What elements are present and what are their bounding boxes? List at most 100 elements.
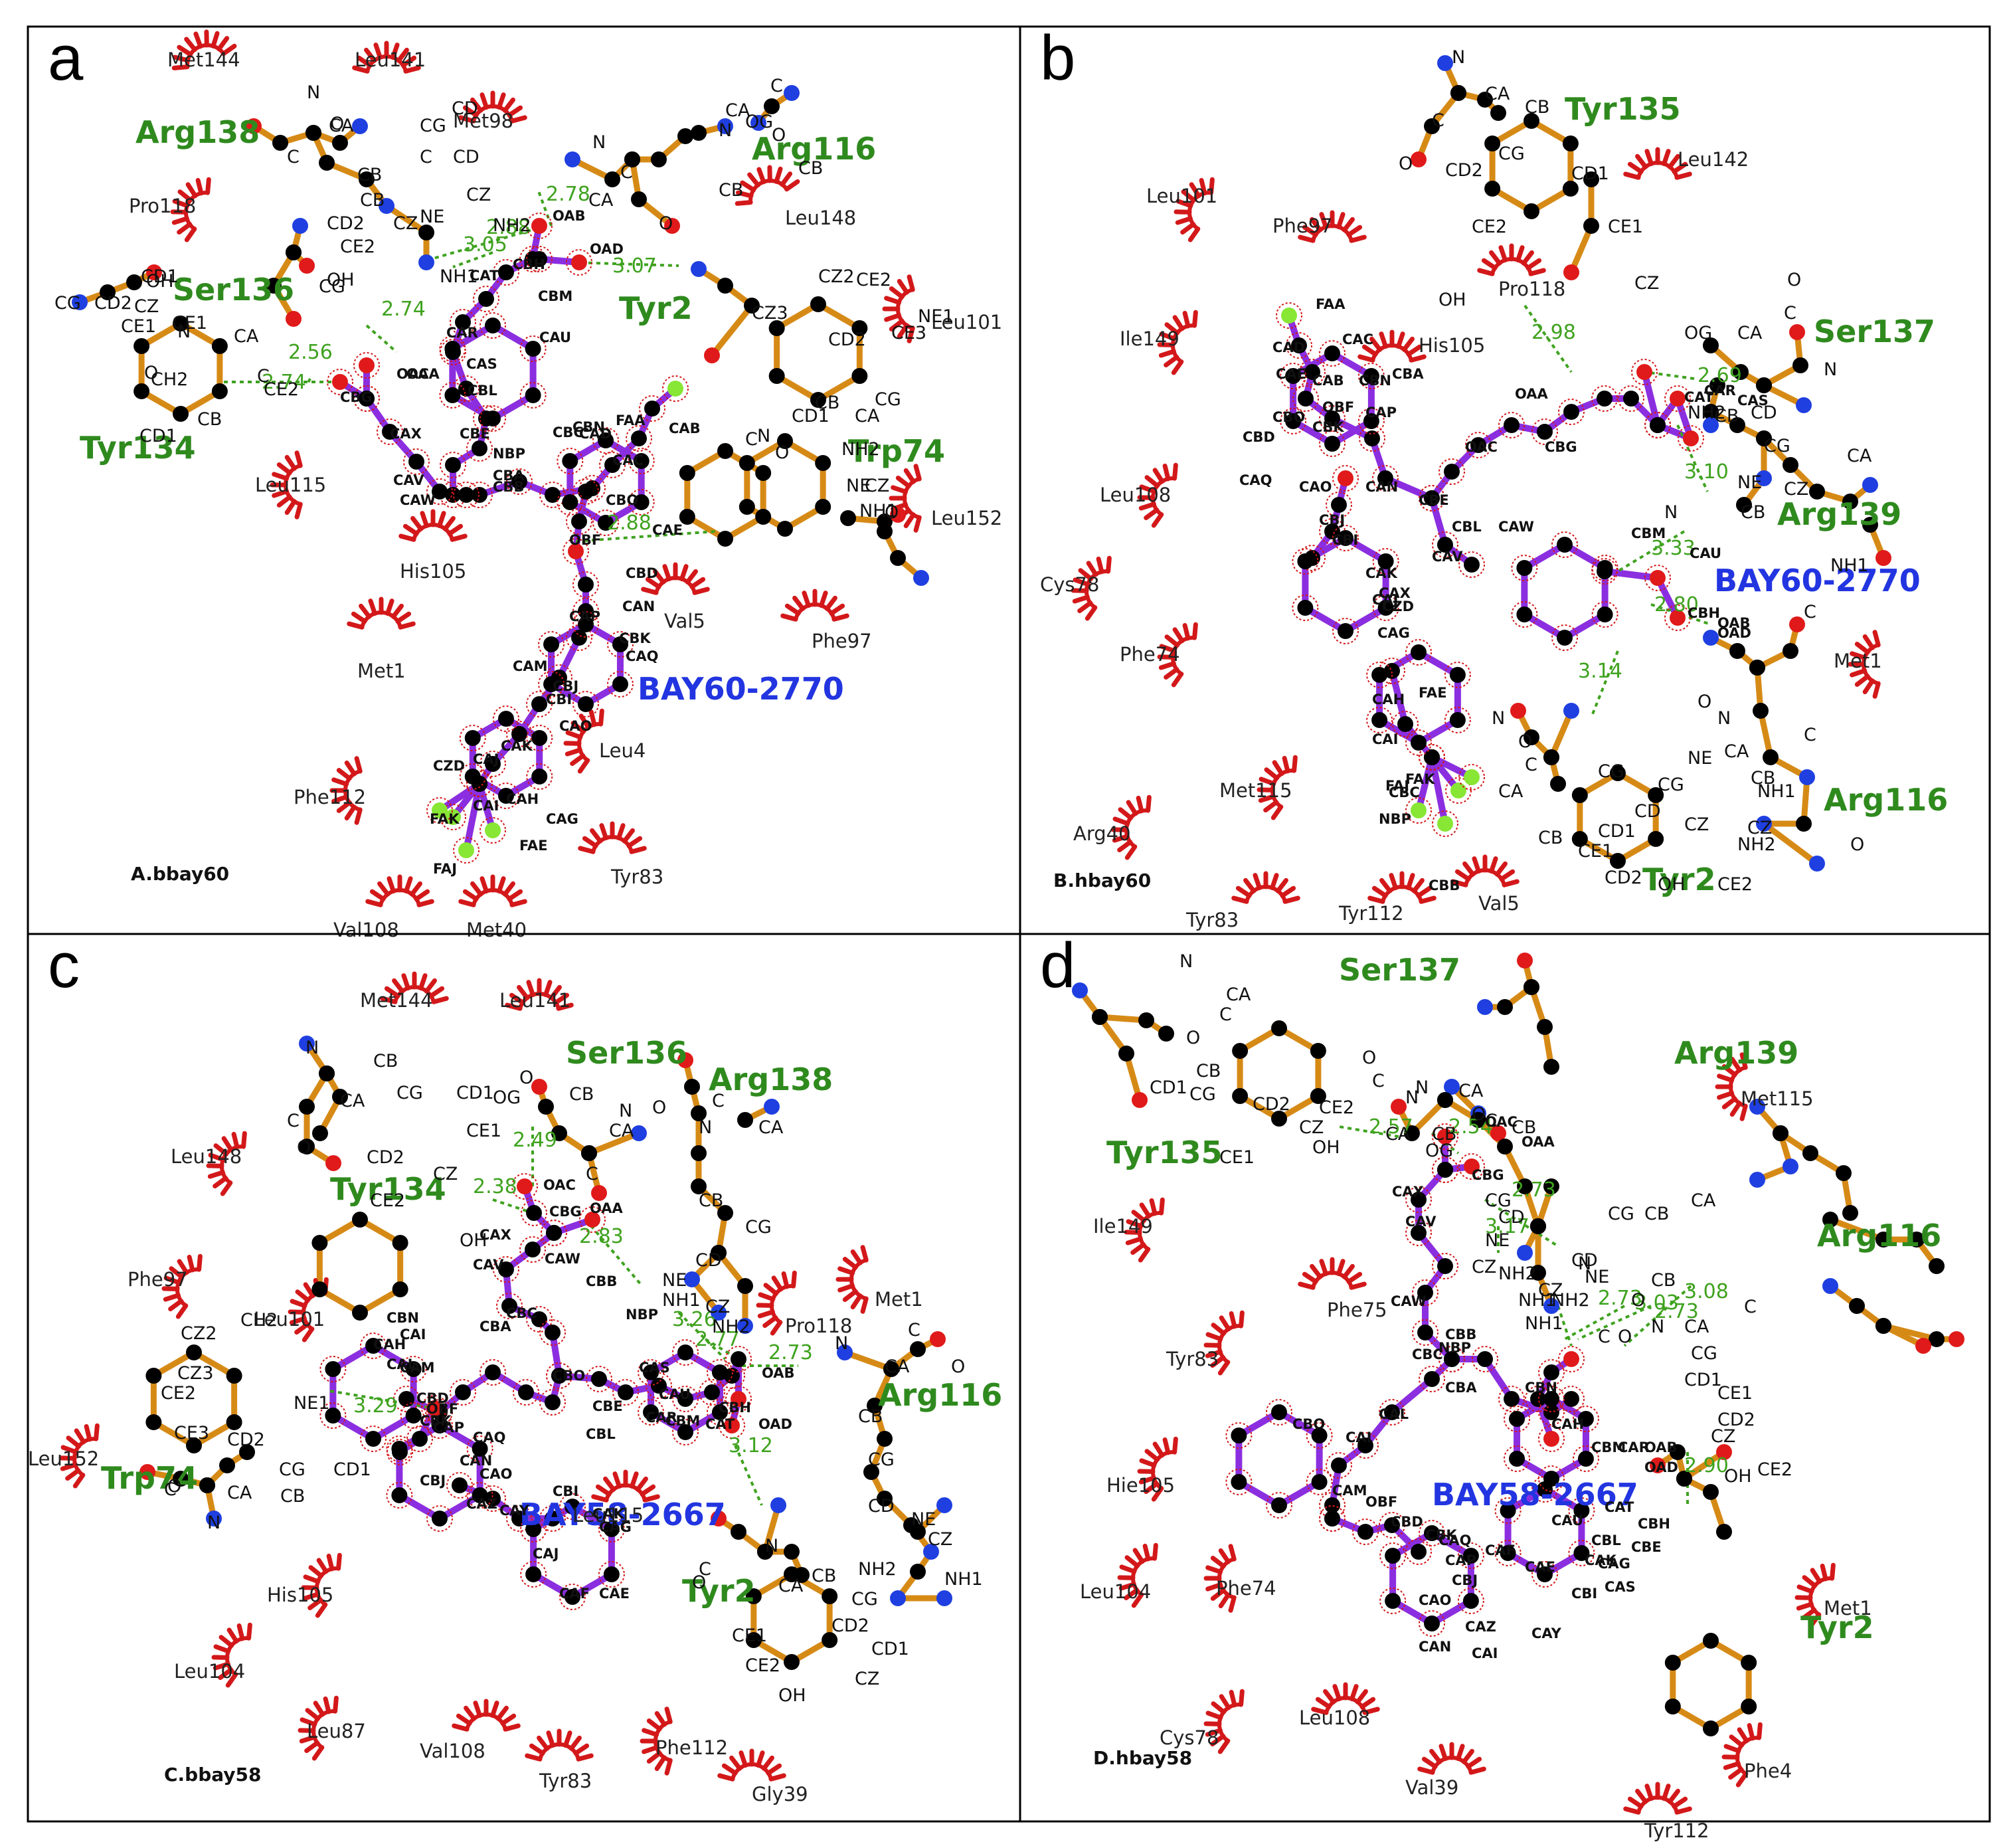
residue-atom-label: CB: [1196, 1061, 1221, 1081]
hbond-residue-label: Ser136: [566, 1035, 687, 1071]
residue-atom-label: CA: [227, 1483, 252, 1503]
carbon-atom: [603, 1521, 620, 1537]
ligand-atom-halo: [1445, 777, 1472, 804]
residue-atom-label: N: [1578, 1253, 1591, 1274]
carbon-atom: [511, 474, 527, 490]
hydrogen-bond-line: [492, 1198, 533, 1214]
hydrophobic-residue-label: Leu141: [499, 989, 570, 1012]
residue-atom-label: C: [1432, 110, 1444, 131]
nitrogen-atom: [1444, 1079, 1460, 1095]
ligand-atom-halo: [403, 448, 430, 475]
residue-atom-label: NE: [1585, 1267, 1609, 1287]
hydrophobic-contact-arc: [505, 978, 574, 1011]
residue-atom-label: C: [1372, 1071, 1385, 1091]
ligand-atom-label: CAF: [559, 1586, 590, 1602]
carbon-atom: [173, 1471, 189, 1487]
carbon-atom: [1875, 1232, 1891, 1247]
oxygen-atom: [1411, 151, 1427, 167]
ligand-atom-label: CAI: [1472, 1645, 1498, 1661]
residue-atom-label: CD1: [1150, 1077, 1187, 1098]
residue-bond: [1681, 1449, 1727, 1482]
ligand-atom-halo: [557, 448, 584, 474]
carbon-atom: [299, 1139, 315, 1155]
residue-atom-label: CG: [1598, 761, 1624, 782]
hydrophobic-contact-arc: [1137, 462, 1178, 528]
nitrogen-atom: [1477, 999, 1493, 1015]
carbon-atom: [612, 676, 628, 692]
carbon-atom: [1462, 1548, 1479, 1564]
oxygen-atom: [1636, 364, 1652, 380]
ligand-atom-halo: [1558, 1386, 1585, 1412]
hydrogen-bond-line: [572, 261, 679, 267]
ligand-atom-label: FAA: [1316, 296, 1346, 312]
oxygen-atom: [1543, 1431, 1559, 1447]
hydrophobic-residue-label: Leu148: [171, 1145, 242, 1168]
hydrophobic-contact-arc: [170, 177, 211, 242]
carbon-atom: [1271, 1497, 1287, 1513]
residue-atom-label: C: [1784, 303, 1796, 323]
carbon-atom: [1530, 1218, 1546, 1234]
ligand-atom-label: CAT: [470, 268, 499, 284]
carbon-atom: [543, 676, 560, 692]
residue-bond: [1442, 60, 1502, 116]
residue-atom-label: CD: [695, 1250, 722, 1271]
carbon-atom: [578, 484, 594, 500]
carbon-atom: [784, 1566, 800, 1582]
oxygen-atom: [139, 1464, 155, 1480]
ligand-atom-label: CAD: [1272, 339, 1305, 355]
hbond-residue-label: Arg116: [1817, 1218, 1941, 1253]
hbond-distance-label: 2.88: [607, 511, 652, 535]
ligand-atom-label: CBL: [468, 383, 497, 399]
carbon-atom: [455, 1384, 471, 1400]
carbon-atom: [1285, 368, 1302, 384]
ligand-bond: [476, 781, 496, 834]
ligand-atom-halo: [546, 664, 572, 691]
ligand-atom-halo: [1366, 662, 1393, 688]
hydrophobic-residue-label: Val5: [664, 610, 705, 632]
carbon-atom: [478, 291, 494, 307]
carbon-atom: [405, 1408, 422, 1424]
ligand-atom-label: OAA: [1522, 1134, 1555, 1150]
carbon-atom: [501, 1298, 517, 1314]
hydrophobic-residue-label: Met40: [466, 919, 527, 941]
carbon-atom: [531, 769, 548, 785]
ligand-atom-halo: [439, 382, 466, 409]
hydrophobic-contact-arc: [1477, 243, 1546, 276]
nitrogen-atom: [1799, 769, 1815, 785]
hydrophobic-residue-label: Met98: [453, 110, 513, 132]
residue-atom-label: OH: [778, 1685, 806, 1706]
residue-atom-label: CD: [453, 147, 479, 167]
residue-atom-label: CA: [1226, 984, 1251, 1005]
residue-atom-label: NH2: [1551, 1290, 1590, 1311]
oxygen-atom: [1563, 264, 1579, 280]
hydrophobic-contact-arc: [641, 562, 710, 595]
carbon-atom: [1297, 600, 1314, 616]
residue-atom-label: CZ: [1747, 818, 1772, 838]
hydrophobic-residue-label: Phe75: [1327, 1299, 1387, 1321]
residue-atom-label: O: [1399, 153, 1413, 174]
carbon-atom: [1577, 1411, 1594, 1427]
carbon-atom: [1385, 1548, 1401, 1564]
residue-atom-label: NH2: [1688, 403, 1726, 423]
carbon-atom: [1664, 1699, 1681, 1714]
ligand-atom-label: CAN: [1419, 1639, 1451, 1655]
hydrogen-bond-line: [1650, 603, 1711, 626]
ligand-atom-label: CAB: [1312, 373, 1344, 389]
residue-atom-label: C: [699, 1559, 711, 1580]
residue-atom-label: NH1: [1518, 1290, 1557, 1311]
ligand-atom-label: CAZ: [466, 1496, 497, 1512]
ligand-atom-halo: [1392, 711, 1419, 737]
carbon-atom: [1563, 404, 1579, 420]
residue-atom-label: CB: [1538, 828, 1563, 848]
carbon-atom: [498, 264, 514, 280]
carbon-atom: [1792, 357, 1808, 373]
residue-atom-label: C: [712, 1091, 725, 1111]
ligand-atom-label: CAS: [639, 1360, 670, 1376]
ligand-atom-label: CBN: [1359, 373, 1391, 389]
hbond-distance-label: 3.17: [1485, 1215, 1529, 1238]
ligand-atom-halo: [406, 1426, 433, 1452]
residue-atom-label: CB: [815, 393, 839, 413]
oxygen-atom: [1875, 550, 1891, 566]
hydrophobic-residue-label: Gly39: [752, 1783, 808, 1805]
ligand-atom-halo: [1372, 548, 1399, 575]
